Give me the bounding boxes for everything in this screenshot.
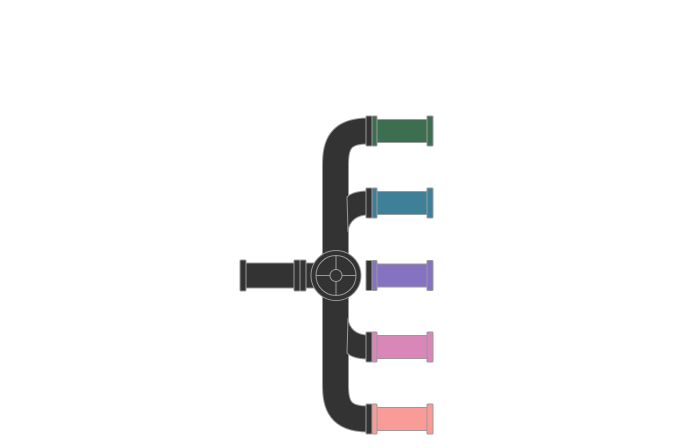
colored-pipe xyxy=(375,335,430,359)
colored-pipe xyxy=(375,119,430,143)
end-flange xyxy=(426,260,434,291)
valve-hub xyxy=(310,250,362,301)
dark-flange xyxy=(365,187,373,219)
dark-flange xyxy=(365,331,373,363)
colored-flange xyxy=(371,403,378,435)
colored-flange xyxy=(371,115,378,147)
colored-flange xyxy=(371,260,378,291)
colored-flange xyxy=(371,331,378,363)
dark-flange xyxy=(365,260,373,291)
colored-pipe xyxy=(375,191,430,215)
colored-pipe xyxy=(375,407,430,431)
branch-1-pipe xyxy=(365,115,434,147)
branch-3-pipe xyxy=(365,260,434,291)
tee-branch-4 xyxy=(346,317,369,360)
branch-5-pipe xyxy=(365,403,434,435)
end-flange xyxy=(426,115,434,147)
dark-flange xyxy=(365,403,373,435)
branch-2-pipe xyxy=(365,187,434,219)
colored-flange xyxy=(371,187,378,219)
end-flange xyxy=(426,187,434,219)
end-flange xyxy=(426,403,434,435)
tee-branch-2 xyxy=(346,190,369,233)
dark-flange xyxy=(365,115,373,147)
inlet-pipe xyxy=(239,259,317,292)
colored-pipe xyxy=(375,263,430,288)
branch-4-pipe xyxy=(365,331,434,363)
end-flange xyxy=(426,331,434,363)
